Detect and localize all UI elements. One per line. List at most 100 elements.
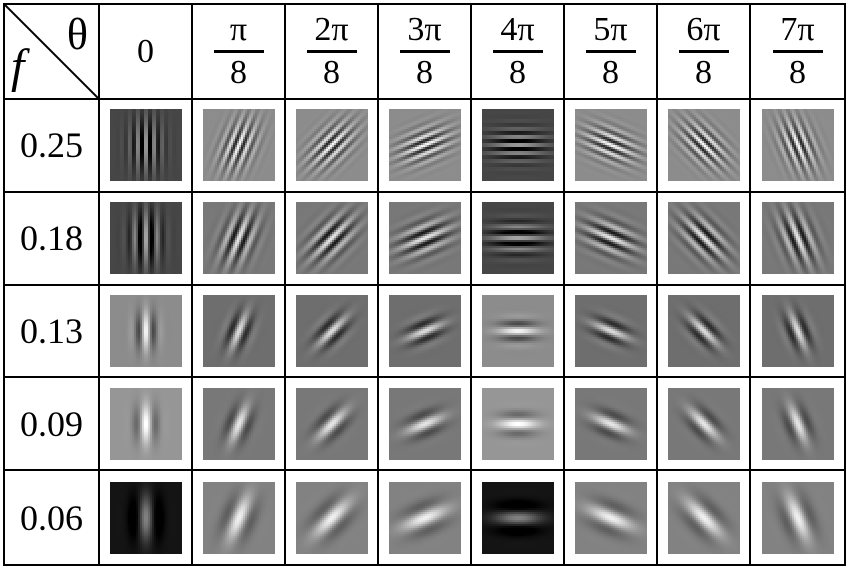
- fraction-numerator: 3π: [407, 11, 441, 49]
- gabor-filter-image: [761, 294, 834, 367]
- fraction-denominator: 8: [509, 54, 526, 92]
- filter-cell: [379, 285, 472, 379]
- fraction-numerator: 2π: [314, 11, 348, 49]
- filter-cell: [565, 471, 658, 564]
- filter-cell: [565, 285, 658, 379]
- gabor-filter-image: [202, 109, 275, 182]
- filter-cell: [286, 285, 379, 379]
- orientation-label: 0: [137, 33, 154, 71]
- gabor-filter-image: [574, 202, 647, 275]
- filter-cell: [100, 378, 193, 472]
- gabor-filter-image: [761, 202, 834, 275]
- filter-cell: [379, 378, 472, 472]
- gabor-filter-image: [109, 294, 182, 367]
- filter-cell: [286, 100, 379, 193]
- filter-cell: [658, 378, 751, 472]
- row-frequency-label: 0.06: [5, 471, 100, 564]
- filter-cell: [565, 378, 658, 472]
- fraction-denominator: 8: [323, 54, 340, 92]
- gabor-filter-image: [481, 481, 554, 554]
- fraction-numerator: 5π: [593, 11, 627, 49]
- gabor-filter-image: [481, 294, 554, 367]
- filter-cell: [658, 471, 751, 564]
- column-header: 0: [100, 5, 193, 100]
- filter-cell: [193, 285, 286, 379]
- filter-cell: [379, 192, 472, 286]
- gabor-filter-image: [295, 109, 368, 182]
- gabor-filter-image: [667, 294, 740, 367]
- filter-cell: [286, 378, 379, 472]
- gabor-filter-image: [202, 481, 275, 554]
- gabor-filter-image: [388, 294, 461, 367]
- filter-cell: [751, 471, 844, 564]
- fraction-numerator: π: [230, 11, 247, 49]
- filter-cell: [286, 471, 379, 564]
- gabor-filter-image: [574, 109, 647, 182]
- filter-cell: [565, 192, 658, 286]
- gabor-filter-image: [202, 387, 275, 460]
- filter-cell: [658, 192, 751, 286]
- filter-cell: [472, 192, 565, 286]
- gabor-filter-image: [574, 387, 647, 460]
- gabor-filter-image: [761, 109, 834, 182]
- fraction-bar: [399, 50, 450, 53]
- filter-cell: [472, 471, 565, 564]
- filter-cell: [193, 192, 286, 286]
- filter-cell: [193, 378, 286, 472]
- gabor-filter-image: [295, 481, 368, 554]
- fraction-numerator: 7π: [780, 11, 814, 49]
- fraction-numerator: 6π: [686, 11, 720, 49]
- gabor-filter-image: [574, 481, 647, 554]
- gabor-filter-image: [761, 481, 834, 554]
- gabor-filter-image: [388, 481, 461, 554]
- gabor-filter-image: [667, 481, 740, 554]
- gabor-filter-image: [109, 202, 182, 275]
- filter-cell: [379, 471, 472, 564]
- filter-cell: [658, 100, 751, 193]
- diagonal-divider: [5, 5, 98, 98]
- fraction-denominator: 8: [230, 54, 247, 92]
- gabor-filter-image: [388, 387, 461, 460]
- gabor-filter-image: [109, 387, 182, 460]
- gabor-filter-image: [388, 109, 461, 182]
- filter-cell: [751, 286, 844, 379]
- filter-cell: [100, 100, 193, 193]
- fraction-bar: [213, 50, 264, 53]
- gabor-filter-image: [295, 202, 368, 275]
- gabor-filter-image: [667, 202, 740, 275]
- fraction-bar: [585, 50, 636, 53]
- gabor-filter-image: [574, 294, 647, 367]
- filter-cell: [565, 100, 658, 193]
- filter-cell: [100, 192, 193, 286]
- filter-cell: [193, 100, 286, 193]
- fraction-numerator: 4π: [500, 11, 534, 49]
- fraction-bar: [678, 50, 729, 53]
- filter-cell: [751, 378, 844, 472]
- row-frequency-label: 0.09: [5, 378, 100, 472]
- gabor-filter-image: [481, 109, 554, 182]
- filter-cell: [472, 285, 565, 379]
- fraction-denominator: 8: [695, 54, 712, 92]
- filter-cell: [100, 471, 193, 564]
- gabor-filter-image: [761, 387, 834, 460]
- fraction-bar: [772, 50, 823, 53]
- gabor-filter-image: [481, 387, 554, 460]
- gabor-filter-image: [295, 387, 368, 460]
- fraction-denominator: 8: [602, 54, 619, 92]
- filter-cell: [472, 100, 565, 193]
- fraction-denominator: 8: [416, 54, 433, 92]
- theta-symbol: θ: [67, 9, 88, 60]
